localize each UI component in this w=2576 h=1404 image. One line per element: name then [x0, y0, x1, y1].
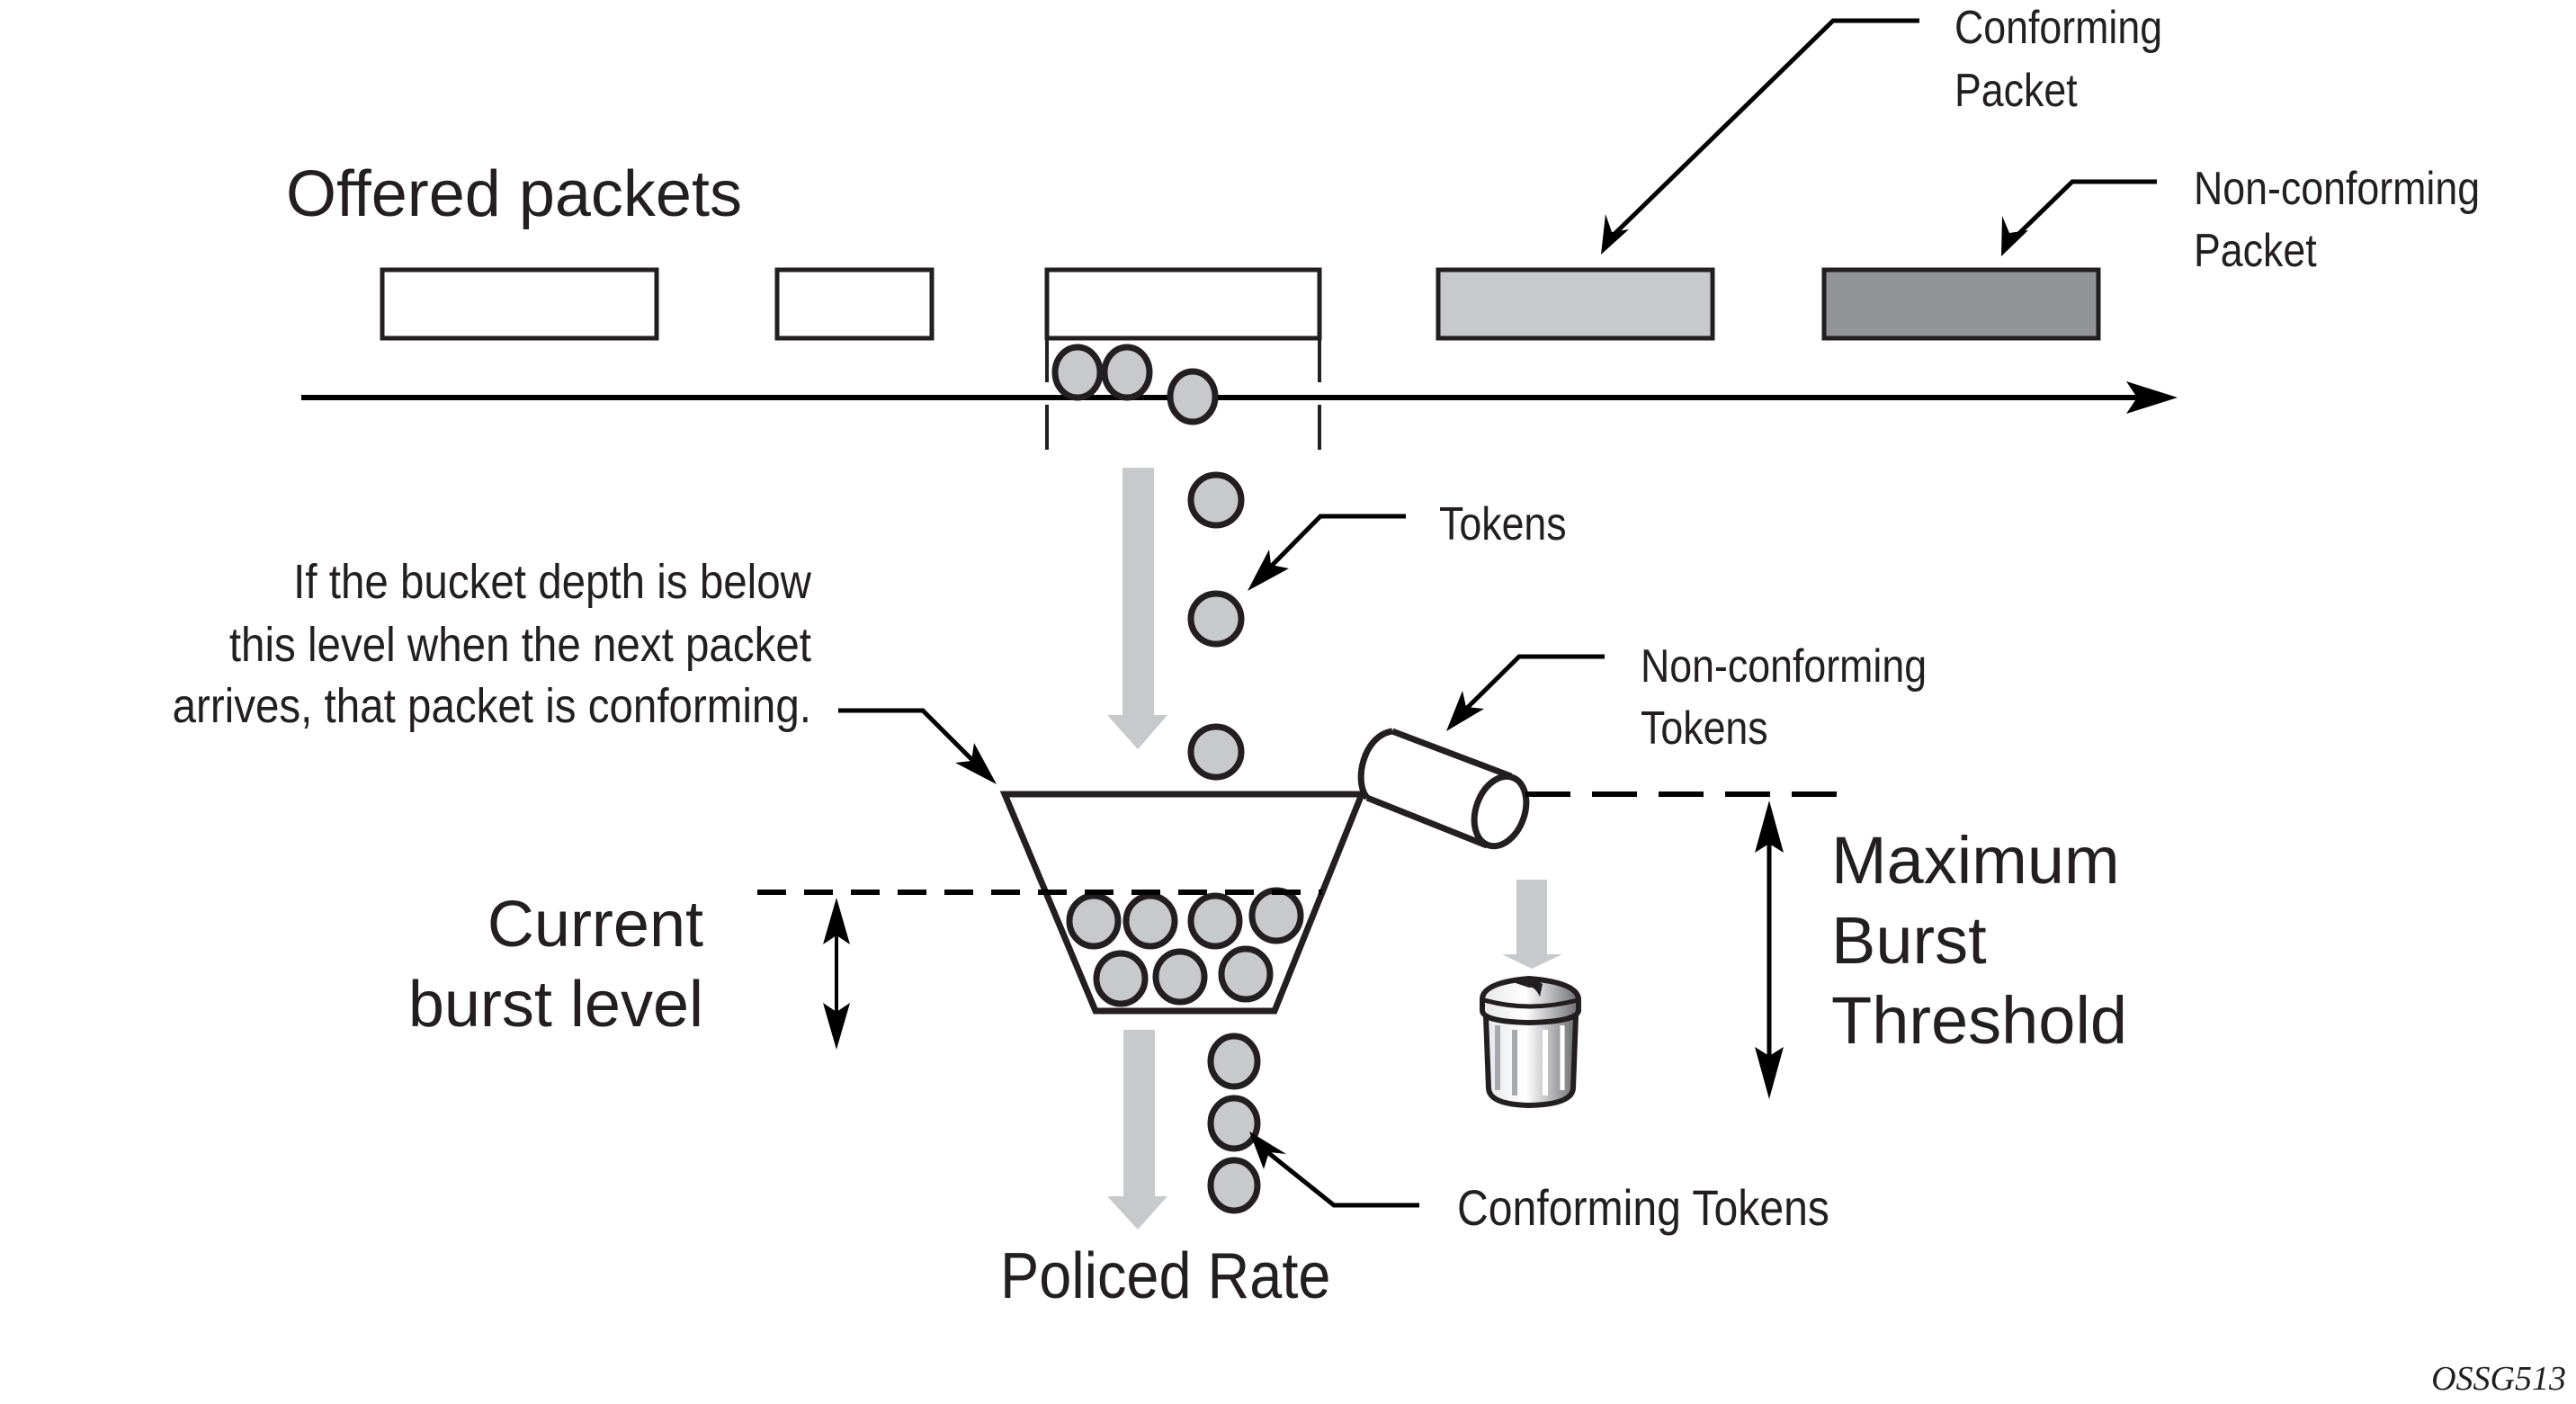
maximum-burst-threshold-line2: Burst — [1831, 903, 1987, 978]
token — [1051, 344, 1104, 401]
tokens-callout: Tokens — [1248, 498, 1567, 591]
non-conforming-packet-label-line2: Packet — [2194, 225, 2317, 277]
current-burst-level-line2: burst level — [408, 969, 703, 1041]
outflow-arrow-icon — [1107, 1030, 1167, 1230]
offered-packets-title: Offered packets — [286, 158, 742, 230]
maximum-burst-threshold: Maximum Burst Threshold — [1755, 800, 2127, 1099]
tokens-on-packet — [1051, 344, 1219, 425]
non-conforming-tokens-callout: Non-conforming Tokens — [1446, 640, 1927, 755]
packet-row — [380, 267, 2101, 341]
conforming-packet-callout: Conforming Packet — [1601, 2, 2162, 255]
packet-1 — [380, 267, 659, 341]
tokens-label: Tokens — [1439, 498, 1567, 550]
conforming-packet-label-line1: Conforming — [1954, 2, 2162, 54]
non-conforming-packet-callout: Non-conforming Packet — [2001, 163, 2480, 277]
token — [1187, 723, 1245, 781]
policed-rate-label: Policed Rate — [1000, 1239, 1330, 1312]
token — [1123, 892, 1178, 950]
token — [1248, 887, 1304, 944]
discard-arrow-icon — [1502, 880, 1562, 969]
current-burst-level: Current burst level — [408, 889, 850, 1050]
double-arrow-up-icon — [823, 898, 850, 944]
double-arrow-up-icon — [1755, 800, 1784, 853]
token — [1093, 950, 1149, 1007]
trash-can-icon — [1480, 975, 1581, 1109]
falling-tokens — [1187, 471, 1245, 781]
token — [1101, 344, 1153, 401]
packet-boundary-markers — [1045, 338, 1321, 450]
bucket-depth-note: If the bucket depth is below this level … — [173, 554, 997, 784]
maximum-burst-threshold-line1: Maximum — [1831, 823, 2120, 898]
conforming-tokens-out — [1207, 1033, 1261, 1214]
token-bucket — [999, 791, 1367, 1015]
packet-3-policed — [1044, 267, 1322, 341]
token — [1187, 892, 1243, 950]
double-arrow-down-icon — [823, 1003, 850, 1050]
token — [1187, 590, 1245, 648]
token — [1207, 1033, 1261, 1090]
bucket-depth-note-line2: this level when the next packet — [229, 617, 811, 672]
conforming-tokens-callout: Conforming Tokens — [1249, 1131, 1829, 1237]
double-arrow-down-icon — [1755, 1047, 1784, 1099]
overflow-chute-icon — [1357, 728, 1530, 850]
tokens-in-bucket — [1066, 887, 1304, 1007]
packet-2 — [774, 267, 935, 341]
non-conforming-tokens-label-line2: Tokens — [1641, 702, 1768, 755]
conforming-packet-label-line2: Packet — [1954, 65, 2078, 117]
packet-non-conforming — [1821, 267, 2101, 341]
token — [1207, 1095, 1261, 1152]
time-axis-arrow — [301, 381, 2178, 414]
non-conforming-packet-label-line1: Non-conforming — [2194, 163, 2480, 215]
token — [1187, 471, 1245, 529]
token — [1152, 948, 1208, 1006]
figure-id: OSSG513 — [2431, 1360, 2566, 1398]
bucket-depth-note-line1: If the bucket depth is below — [293, 554, 811, 609]
token — [1167, 368, 1219, 425]
current-burst-level-line1: Current — [487, 889, 703, 961]
conforming-tokens-label: Conforming Tokens — [1457, 1181, 1829, 1237]
inflow-arrow-icon — [1107, 468, 1167, 749]
maximum-burst-threshold-line3: Threshold — [1831, 983, 2127, 1058]
token — [1066, 892, 1122, 950]
non-conforming-tokens-label-line1: Non-conforming — [1641, 640, 1927, 693]
token — [1218, 945, 1274, 1003]
bucket-depth-note-line3: arrives, that packet is conforming. — [173, 678, 811, 733]
token — [1207, 1157, 1261, 1214]
packet-conforming — [1436, 267, 1715, 341]
